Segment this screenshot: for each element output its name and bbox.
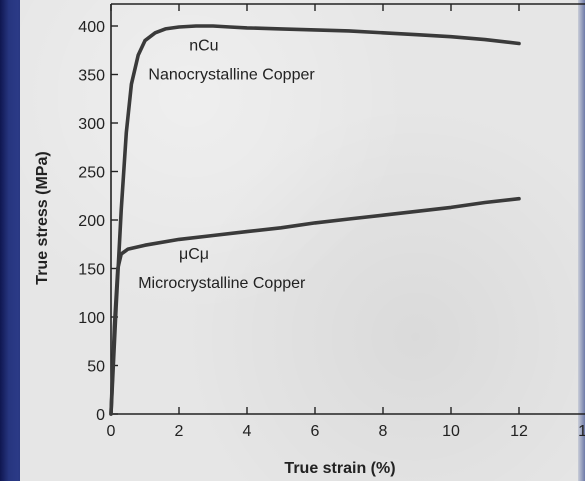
y-tick-label: 400 — [78, 19, 105, 36]
x-tick-label: 8 — [379, 423, 388, 440]
y-tick-label: 50 — [87, 359, 105, 376]
slide-edge — [578, 0, 585, 481]
microcrystalline-copper-curve — [109, 196, 521, 416]
y-tick-label: 350 — [78, 68, 105, 85]
x-axis-title: True strain (%) — [284, 460, 395, 477]
x-tick-label: 0 — [107, 423, 116, 440]
y-axis-title: True stress (MPa) — [34, 151, 51, 284]
scanned-figure-background — [20, 0, 585, 481]
x-tick-label: 2 — [175, 423, 184, 440]
y-tick-label: 300 — [78, 116, 105, 133]
microcrystalline-copper-label: Microcrystalline Copper — [138, 275, 306, 292]
nanocrystalline-copper-label: Nanocrystalline Copper — [148, 66, 315, 83]
ucu-label: μCμ — [179, 246, 209, 263]
x-tick-label: 14 — [578, 423, 585, 440]
nanocrystalline-copper-curve — [109, 24, 521, 416]
y-tick-label: 150 — [78, 262, 105, 279]
y-tick-label: 0 — [96, 407, 105, 424]
x-tick-label: 4 — [243, 423, 252, 440]
x-tick-label: 10 — [442, 423, 460, 440]
ncu-label: nCu — [189, 37, 218, 54]
x-tick-label: 6 — [311, 423, 320, 440]
y-tick-label: 200 — [78, 213, 105, 230]
y-tick-label: 250 — [78, 165, 105, 182]
x-tick-label: 12 — [510, 423, 528, 440]
y-tick-label: 100 — [78, 310, 105, 327]
